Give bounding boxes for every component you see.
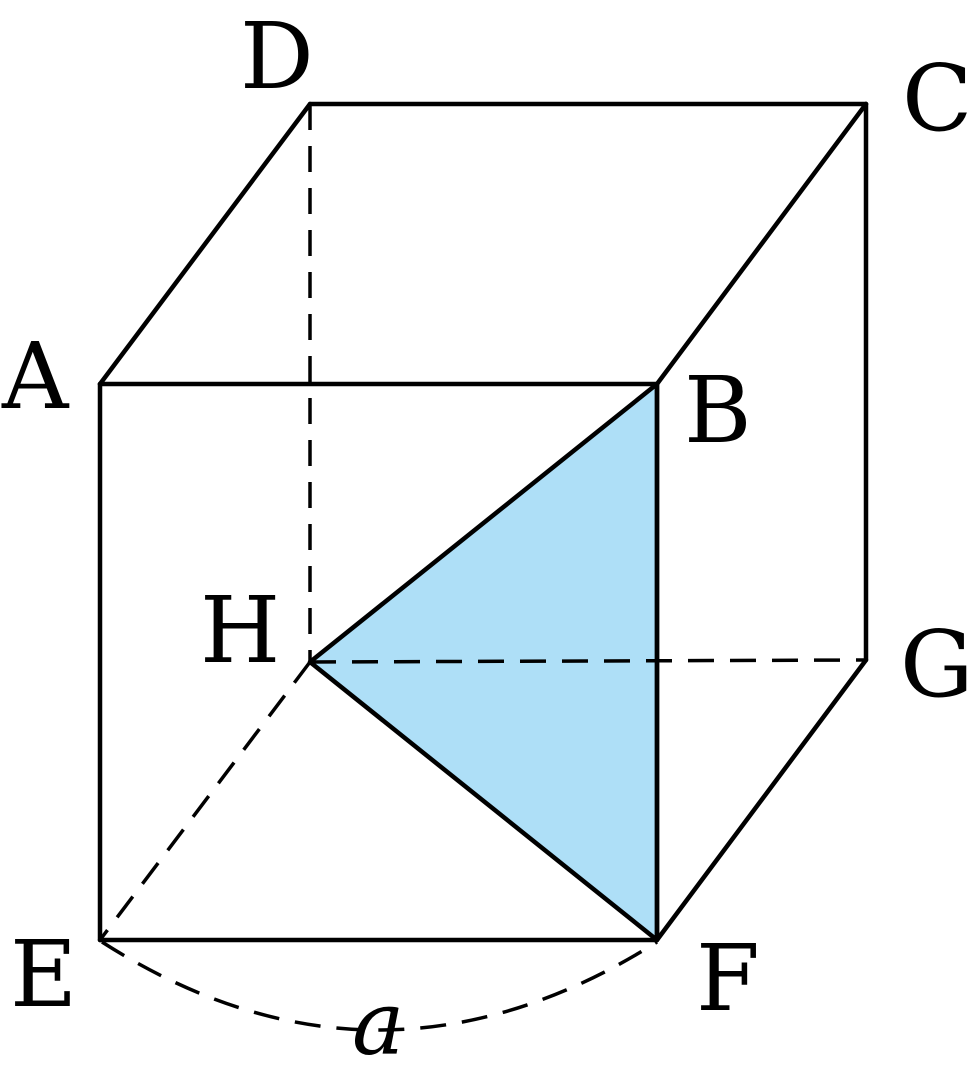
label-vertex-f: F — [696, 925, 760, 1032]
label-vertex-d: D — [240, 3, 314, 110]
label-vertex-a: A — [1, 323, 70, 430]
edge-gf — [654, 657, 869, 943]
label-vertex-c: C — [902, 45, 972, 152]
label-vertex-g: G — [900, 611, 974, 718]
hidden-edge-he — [98, 660, 312, 942]
label-vertex-h: H — [200, 577, 280, 684]
edge-bc — [654, 101, 869, 387]
edge-ad — [97, 101, 313, 387]
label-vertex-b: B — [684, 357, 752, 464]
label-vertex-e: E — [10, 921, 77, 1028]
label-edge-length: a — [352, 972, 404, 1075]
dimension-arc-ef — [101, 940, 658, 1032]
hidden-edge-hg — [309, 658, 867, 664]
